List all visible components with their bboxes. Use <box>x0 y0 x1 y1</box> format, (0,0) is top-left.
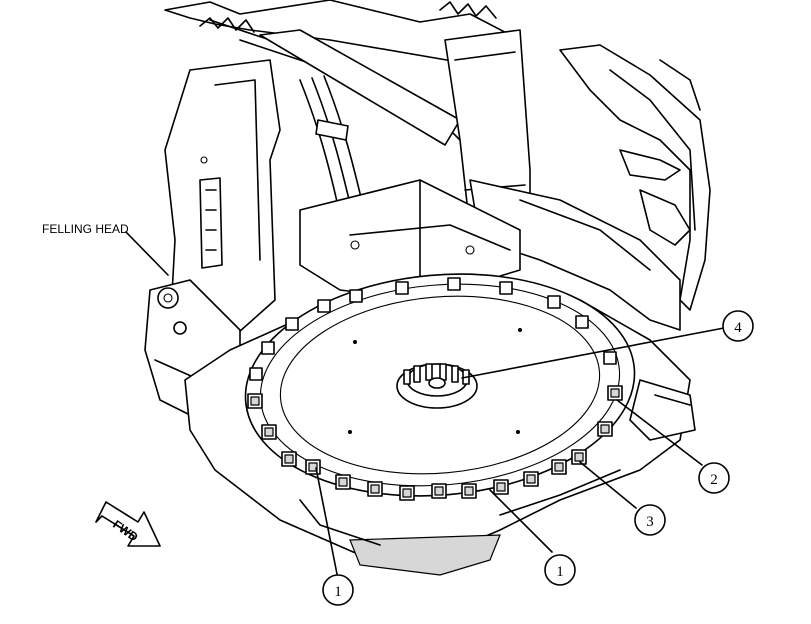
saw-tooth <box>461 483 477 499</box>
saw-tooth <box>281 451 297 467</box>
saw-tooth <box>261 341 275 355</box>
saw-tooth <box>603 351 617 365</box>
saw-tooth <box>447 277 461 291</box>
saw-tooth <box>551 459 567 475</box>
callout-2: 2 <box>698 462 730 494</box>
saw-hub <box>396 363 478 409</box>
saw-tooth <box>499 281 513 295</box>
callout-leaders <box>125 231 725 575</box>
callout-1-left-label: 1 <box>334 584 342 600</box>
saw-tooth <box>335 474 351 490</box>
saw-tooth <box>249 367 263 381</box>
saw-tooth <box>261 424 277 440</box>
saw-tooth <box>597 421 613 437</box>
saw-tooth <box>349 289 363 303</box>
saw-tooth <box>493 479 509 495</box>
saw-tooth <box>571 449 587 465</box>
saw-tooth <box>285 317 299 331</box>
saw-tooth <box>399 485 415 501</box>
saw-tooth <box>367 481 383 497</box>
callout-4-label: 4 <box>734 320 742 336</box>
callout-4: 4 <box>722 310 754 342</box>
saw-tooth <box>575 315 589 329</box>
callout-1-right: 1 <box>544 554 576 586</box>
callout-3-label: 3 <box>646 514 654 530</box>
felling-head-frame <box>144 0 711 421</box>
saw-tooth <box>607 385 623 401</box>
saw-tooth <box>317 299 331 313</box>
callout-3: 3 <box>634 504 666 536</box>
callout-2-label: 2 <box>710 472 718 488</box>
fwd-arrow: FWD <box>95 501 161 547</box>
saw-tooth <box>247 393 263 409</box>
callout-1-left: 1 <box>322 574 354 606</box>
felling-head-label: FELLING HEAD <box>42 222 129 236</box>
saw-tooth <box>523 471 539 487</box>
saw-teeth <box>247 277 623 501</box>
saw-tooth <box>431 483 447 499</box>
saw-tooth <box>547 295 561 309</box>
saw-tooth <box>305 459 321 475</box>
saw-tooth <box>395 281 409 295</box>
callout-1-right-label: 1 <box>556 564 564 580</box>
